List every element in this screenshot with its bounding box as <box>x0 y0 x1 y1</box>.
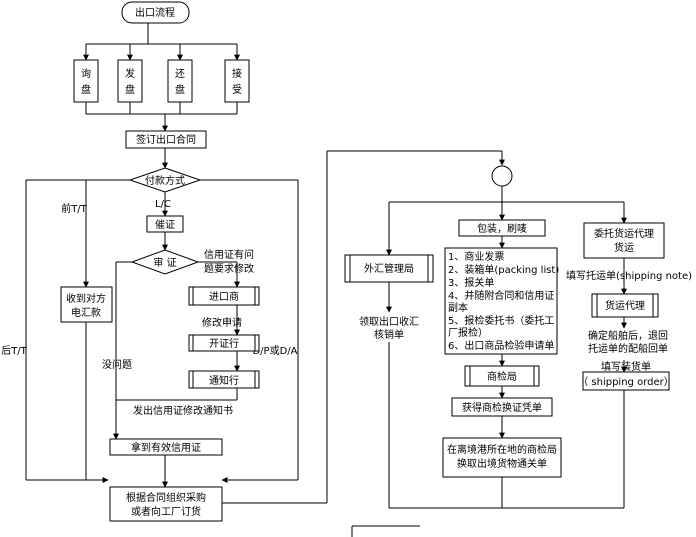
shipping-order-text-2: （ shipping order） <box>578 376 674 388</box>
node-review-lc: 审 证 <box>130 249 200 275</box>
acceptance-text-1: 接 <box>232 67 242 80</box>
port-inspection-text-2: 换取出境货物通关单 <box>457 457 547 470</box>
issuing-bank-text: 开证行 <box>209 337 239 350</box>
issue-amendment-text: 发出信用证修改通知书 <box>133 404 233 417</box>
node-packing: 包装，刷唛 <box>458 219 546 237</box>
valid-lc-text: 拿到有效信用证 <box>131 441 201 454</box>
importer-text: 进口商 <box>209 290 239 303</box>
node-importer: 进口商 <box>188 286 260 306</box>
node-purchase: 根据合同组织采购 或者向工厂订货 <box>109 486 223 522</box>
packing-text: 包装，刷唛 <box>477 222 527 235</box>
urge-lc-text: 催证 <box>155 218 175 231</box>
node-connector-circle <box>491 165 513 187</box>
verification-form-text-1: 领取出口收汇 <box>359 315 419 328</box>
node-documents: 1、商业发票 2、装箱单(packing list) 3、报关单 4、并随附合同… <box>444 247 559 355</box>
node-issuing-bank: 开证行 <box>188 334 260 352</box>
node-sign-contract: 签订出口合同 <box>125 130 207 149</box>
offer-text-1: 发 <box>125 67 135 80</box>
payment-method-text: 付款方式 <box>145 174 185 187</box>
verification-form-text-2: 核销单 <box>374 328 404 341</box>
doc-line-4: 4、并随附合同和信用证 <box>448 289 554 302</box>
lc-problem-text-2: 题要求修改 <box>204 262 254 275</box>
doc-line-2: 2、装箱单(packing list) <box>448 263 559 276</box>
node-entrust-forwarder: 委托货运代理 货运 <box>583 222 665 259</box>
inquiry-text-2: 盘 <box>81 83 91 96</box>
port-inspection-text-1: 在离境港所在地的商检局 <box>447 443 557 456</box>
node-counter-offer: 还 盘 <box>167 59 193 103</box>
node-title: 出口流程 <box>121 1 190 24</box>
no-problem-text: 没问题 <box>102 358 132 371</box>
review-lc-text: 审 证 <box>153 256 176 269</box>
connector-lines <box>25 23 627 537</box>
receive-remittance-text-2: 电汇款 <box>71 306 101 319</box>
doc-line-6: 5、报检委托书（委托工 <box>448 314 554 327</box>
inspection-bureau-text: 商检局 <box>487 370 517 383</box>
node-acceptance: 接 受 <box>224 59 250 103</box>
node-inspection-certificate: 获得商检换证凭单 <box>451 397 553 417</box>
label-dpda: D/P或D/A <box>252 345 297 357</box>
counter-offer-text-1: 还 <box>175 68 185 80</box>
node-payment-method: 付款方式 <box>128 167 202 193</box>
node-receive-remittance: 收到对方 电汇款 <box>60 286 113 323</box>
offer-text-2: 盘 <box>125 83 135 96</box>
node-inquiry: 询 盘 <box>73 59 99 103</box>
label-lc: L/C <box>155 199 171 210</box>
node-shipping-order: 填写装货单 （ shipping order） <box>578 360 674 391</box>
sign-contract-text: 签订出口合同 <box>136 133 196 146</box>
acceptance-text-2: 受 <box>232 84 242 96</box>
receive-remittance-text-1: 收到对方 <box>66 292 106 305</box>
purchase-text-2: 或者向工厂订货 <box>131 505 201 518</box>
amend-request-text: 修改申请 <box>202 316 242 329</box>
confirm-return-text-2: 托运单的配船回单 <box>588 342 668 355</box>
node-advising-bank: 通知行 <box>188 370 260 389</box>
forex-bureau-text: 外汇管理局 <box>364 262 414 275</box>
inspection-certificate-text: 获得商检换证凭单 <box>462 401 542 414</box>
confirm-return-text-1: 确定船舶后，退回 <box>588 329 668 342</box>
node-port-inspection: 在离境港所在地的商检局 换取出境货物通关单 <box>442 437 562 478</box>
node-inspection-bureau: 商检局 <box>464 365 540 387</box>
entrust-forwarder-text-2: 货运 <box>614 241 634 254</box>
doc-line-7: 厂报检） <box>448 326 488 339</box>
doc-line-3: 3、报关单 <box>448 276 494 289</box>
doc-line-8: 6、出口商品检验申请单 <box>448 339 554 352</box>
node-forex-bureau: 外汇管理局 <box>344 254 434 283</box>
node-valid-lc: 拿到有效信用证 <box>109 438 223 456</box>
node-offer: 发 盘 <box>117 59 143 103</box>
shipping-order-text-1: 填写装货单 <box>601 360 651 373</box>
doc-line-1: 1、商业发票 <box>448 250 504 263</box>
counter-offer-text-2: 盘 <box>175 83 185 96</box>
fill-shipping-note-text: 填写托运单(shipping note) <box>566 269 692 282</box>
node-urge-lc: 催证 <box>146 215 184 233</box>
purchase-text-1: 根据合同组织采购 <box>126 491 206 504</box>
doc-line-5: 副本 <box>448 301 468 314</box>
forwarder-text: 货运代理 <box>605 299 645 312</box>
advising-bank-text: 通知行 <box>209 374 239 387</box>
title-text: 出口流程 <box>135 6 175 19</box>
node-forwarder: 货运代理 <box>591 293 659 318</box>
inquiry-text-1: 询 <box>81 67 91 80</box>
label-post-tt: 后T/T <box>1 345 27 357</box>
label-pre-tt: 前T/T <box>61 202 87 215</box>
entrust-forwarder-text-1: 委托货运代理 <box>594 227 654 240</box>
lc-problem-text-1: 信用证有问 <box>204 248 254 261</box>
